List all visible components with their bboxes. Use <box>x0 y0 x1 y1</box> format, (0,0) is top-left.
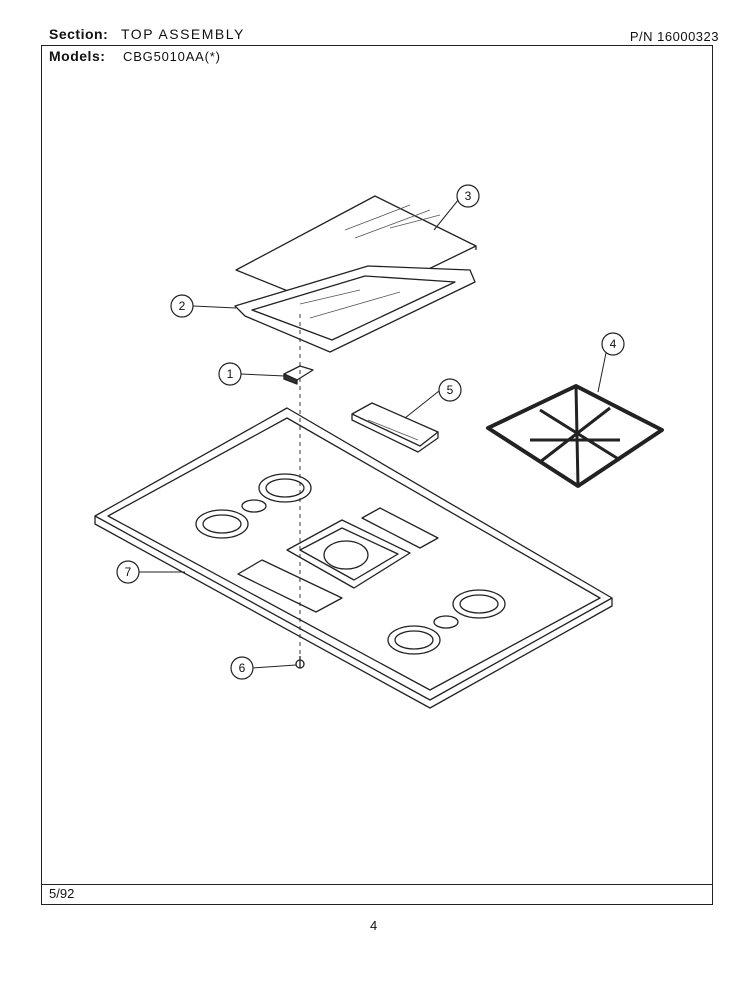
part-tray <box>351 402 439 453</box>
callout-7: 7 <box>116 560 140 584</box>
part-trim-frame <box>234 265 476 353</box>
callout-5: 5 <box>438 378 462 402</box>
callout-4: 4 <box>601 332 625 356</box>
callout-6-label: 6 <box>239 661 246 675</box>
part-screw <box>295 656 305 669</box>
callout-2-label: 2 <box>179 299 186 313</box>
section-title: TOP ASSEMBLY <box>121 26 245 42</box>
footer-divider <box>41 884 713 885</box>
callout-3: 3 <box>456 184 480 208</box>
models-label: Models: <box>49 48 106 64</box>
callout-4-label: 4 <box>610 337 617 351</box>
models-value: CBG5010AA(*) <box>123 49 221 64</box>
section-label: Section: <box>49 26 109 42</box>
part-cooktop-panel <box>94 407 613 709</box>
callout-7-label: 7 <box>125 565 132 579</box>
page-number: 4 <box>370 918 378 933</box>
callout-2: 2 <box>170 294 194 318</box>
callout-5-label: 5 <box>447 383 454 397</box>
callout-1: 1 <box>218 362 242 386</box>
part-clip <box>283 365 314 385</box>
revision-date: 5/92 <box>49 886 75 901</box>
callout-6: 6 <box>230 656 254 680</box>
diagram-frame <box>41 45 713 905</box>
callout-1-label: 1 <box>227 367 234 381</box>
callout-3-label: 3 <box>465 189 472 203</box>
leader-lines <box>139 198 608 669</box>
part-number: P/N 16000323 <box>629 29 719 44</box>
part-burner-grate <box>486 384 664 488</box>
